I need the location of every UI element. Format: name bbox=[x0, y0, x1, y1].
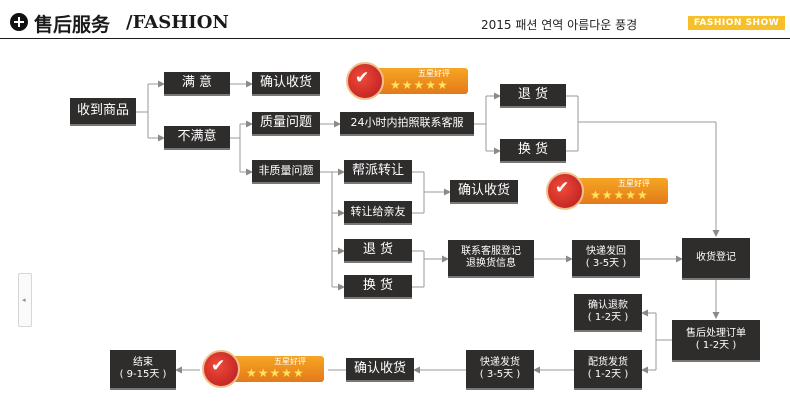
node-receive-register: 收货登记 bbox=[682, 238, 750, 280]
node-satisfied: 满 意 bbox=[164, 72, 230, 96]
node-gift: 帮派转让 bbox=[344, 160, 412, 184]
five-star-badge-1: 五星好评 ★★★★★ ✔ bbox=[346, 62, 470, 102]
fashion-show-badge: FASHION SHOW bbox=[688, 16, 785, 30]
page-title-cn: 售后服务 bbox=[34, 14, 111, 36]
node-after-sale: 售后处理订单( 1-2天 ) bbox=[672, 320, 760, 362]
node-exchange-1: 换 货 bbox=[500, 139, 566, 163]
node-confirm-receipt-3: 确认收货 bbox=[346, 358, 414, 382]
node-end: 结束( 9-15天 ) bbox=[110, 350, 176, 390]
node-ship: 配货发货( 1-2天 ) bbox=[574, 350, 642, 390]
node-refund-2: 退 货 bbox=[344, 239, 412, 263]
page-title-en: /FASHION bbox=[126, 12, 229, 33]
star-icon: ★★★★★ bbox=[590, 188, 649, 202]
node-express-ship: 快递发货( 3-5天 ) bbox=[466, 350, 534, 390]
header bbox=[0, 0, 790, 40]
node-refund-1: 退 货 bbox=[500, 84, 566, 108]
node-contact-24h: 24小时内拍照联系客服 bbox=[340, 112, 474, 136]
node-confirm-receipt-2: 确认收货 bbox=[450, 180, 518, 204]
star-icon: ★★★★★ bbox=[390, 78, 449, 92]
node-confirm-refund: 确认退款( 1-2天 ) bbox=[574, 294, 642, 332]
header-divider bbox=[0, 38, 790, 39]
node-non-quality: 非质量问题 bbox=[252, 160, 320, 184]
node-transfer: 转让给亲友 bbox=[344, 201, 412, 225]
star-icon: ★★★★★ bbox=[246, 366, 305, 380]
node-confirm-receipt-1: 确认收货 bbox=[252, 72, 320, 96]
node-quality-issue: 质量问题 bbox=[252, 112, 320, 136]
header-slogan: 2015 패션 연역 아름다운 풍경 bbox=[481, 18, 638, 32]
thumbs-up-icon: ✔ bbox=[211, 356, 226, 376]
node-exchange-2: 换 货 bbox=[344, 275, 412, 299]
node-contact-register: 联系客服登记退换货信息 bbox=[448, 240, 534, 278]
node-received: 收到商品 bbox=[70, 98, 136, 126]
side-tab[interactable]: ◂ bbox=[18, 273, 32, 327]
node-express-return: 快递发回( 3-5天 ) bbox=[572, 240, 640, 278]
thumbs-up-icon: ✔ bbox=[355, 68, 370, 88]
chevron-left-icon: ◂ bbox=[22, 296, 26, 304]
five-star-badge-3: 五星好评 ★★★★★ ✔ bbox=[202, 350, 326, 390]
plus-circle-icon bbox=[10, 13, 28, 31]
five-star-badge-2: 五星好评 ★★★★★ ✔ bbox=[546, 172, 670, 212]
thumbs-up-icon: ✔ bbox=[555, 178, 570, 198]
node-unsatisfied: 不满意 bbox=[164, 126, 230, 150]
